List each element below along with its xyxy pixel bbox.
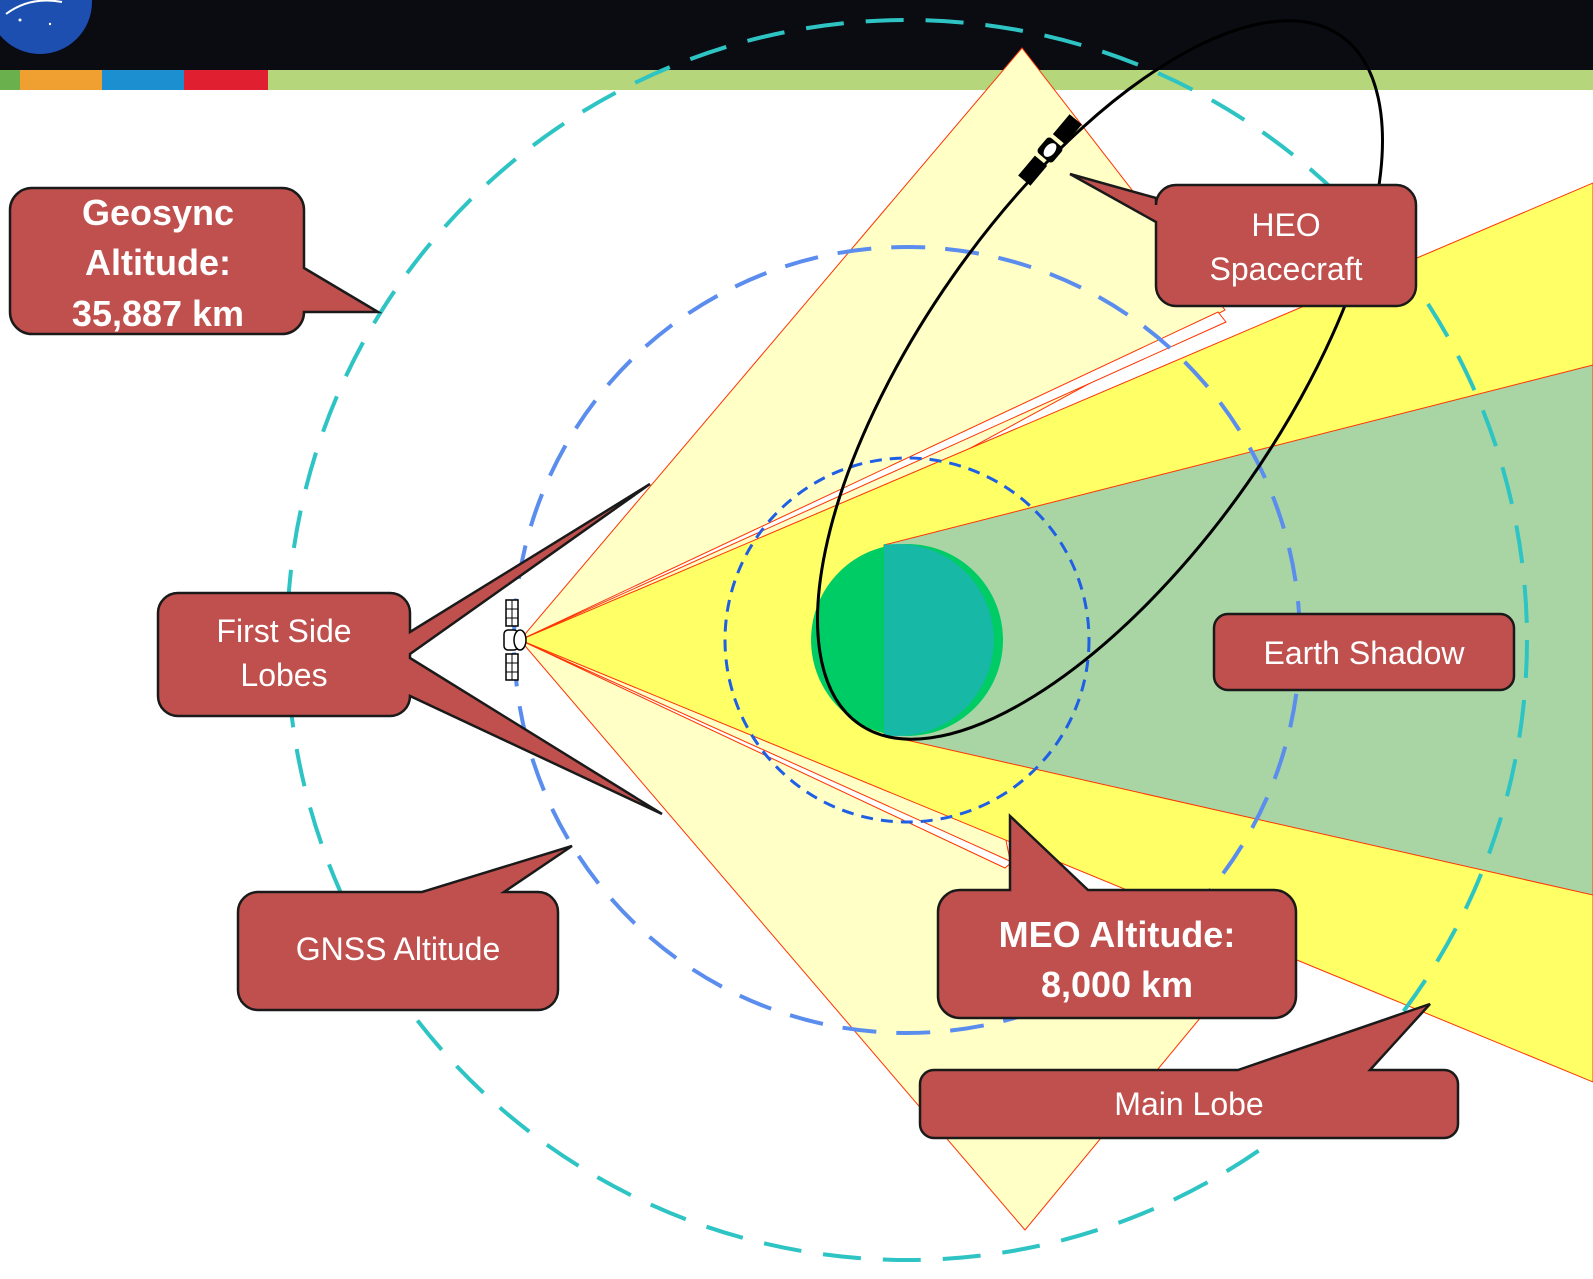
header-stripe bbox=[0, 70, 1593, 90]
satellite-icon bbox=[503, 599, 527, 681]
callout-geosync-line1: Geosync bbox=[82, 192, 234, 233]
meo-orbit-ring bbox=[723, 456, 1091, 824]
callout-meo-line1: MEO Altitude: bbox=[999, 914, 1236, 955]
callout-meo: MEO Altitude: 8,000 km bbox=[936, 813, 1298, 1020]
callout-geosync-line2: Altitude: bbox=[85, 242, 231, 283]
callout-meo-line2: 8,000 km bbox=[1041, 964, 1193, 1005]
callout-gnss: GNSS Altitude bbox=[236, 844, 573, 1012]
callout-gnss-label: GNSS Altitude bbox=[296, 931, 501, 967]
heo-orbit bbox=[816, 19, 1384, 741]
callout-earth-shadow-label: Earth Shadow bbox=[1263, 635, 1465, 671]
callout-side-lobes-line2: Lobes bbox=[240, 657, 327, 693]
callout-geosync: Geosync Altitude: 35,887 km bbox=[8, 186, 383, 336]
callout-side-lobes: First Side Lobes bbox=[156, 482, 663, 816]
upper-null-gap bbox=[519, 311, 1227, 641]
callout-heo: HEO Spacecraft bbox=[1069, 172, 1418, 308]
callout-heo-line2: Spacecraft bbox=[1210, 251, 1363, 287]
callout-main-lobe-label: Main Lobe bbox=[1114, 1086, 1263, 1122]
callout-side-lobes-line1: First Side bbox=[216, 613, 351, 649]
callout-earth-shadow: Earth Shadow bbox=[1212, 612, 1516, 692]
callout-heo-line1: HEO bbox=[1251, 207, 1320, 243]
callout-geosync-line3: 35,887 km bbox=[72, 293, 244, 334]
callout-main-lobe: Main Lobe bbox=[918, 1002, 1460, 1140]
nasa-logo bbox=[0, 0, 92, 54]
header-bar bbox=[0, 0, 1593, 70]
satellite-icon bbox=[1018, 114, 1082, 186]
earth bbox=[811, 544, 1003, 736]
